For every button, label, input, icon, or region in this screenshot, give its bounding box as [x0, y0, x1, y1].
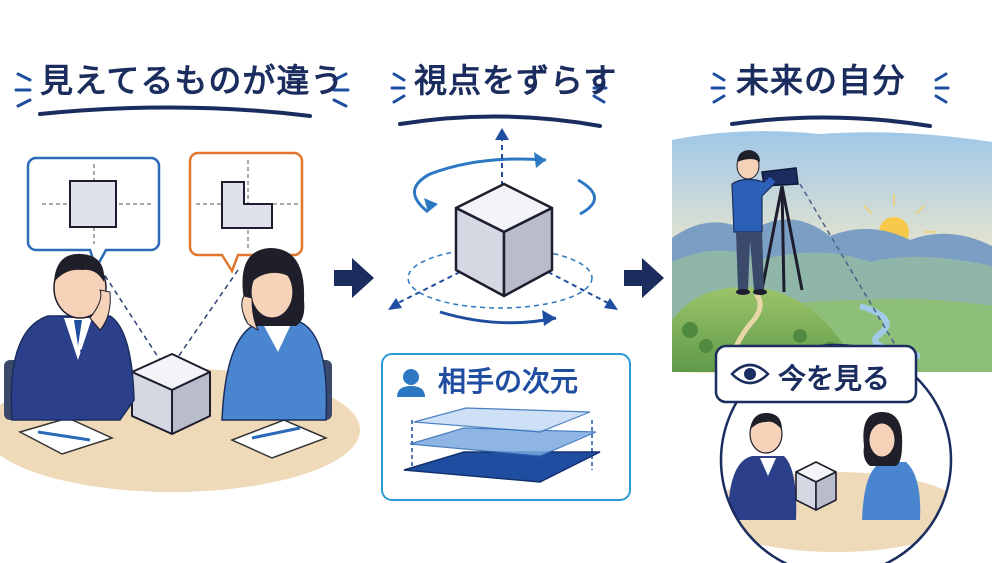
heading-left: 見えてるものが違う	[40, 61, 345, 100]
center-panel	[381, 72, 631, 501]
right-box-label: 今を見る	[778, 362, 891, 395]
telescope-icon	[760, 167, 804, 293]
heading-sparkle-left	[14, 72, 350, 108]
arrow-right-icon	[334, 258, 374, 298]
present-label-box	[714, 344, 918, 404]
notepad-right	[230, 419, 329, 459]
cube-icon	[131, 353, 211, 435]
heading-sparkle-right	[710, 72, 950, 104]
heading-center: 視点をずらす	[414, 61, 618, 100]
man-figure-left	[4, 253, 135, 421]
notepad-left	[18, 417, 115, 455]
center-box-label: 相手の次元	[438, 365, 579, 398]
speech-bubble-square	[26, 156, 161, 272]
woman-figure-left	[221, 248, 332, 421]
heading-underline-right	[730, 115, 932, 128]
heading-underline-center	[398, 114, 602, 128]
heading-right: 未来の自分	[736, 61, 906, 100]
eye-icon	[730, 363, 770, 385]
layers-icon	[403, 407, 601, 483]
heading-underline-left	[38, 105, 312, 118]
cube-icon-large	[454, 182, 554, 298]
person-icon	[397, 369, 425, 397]
right-panel	[672, 72, 992, 563]
landscape-scene	[672, 131, 992, 377]
heading-sparkle-center	[390, 72, 608, 104]
man-with-telescope	[731, 150, 777, 295]
left-panel	[0, 72, 360, 492]
arrow-right-icon-2	[624, 258, 664, 298]
speech-bubble-lshape	[188, 151, 304, 274]
